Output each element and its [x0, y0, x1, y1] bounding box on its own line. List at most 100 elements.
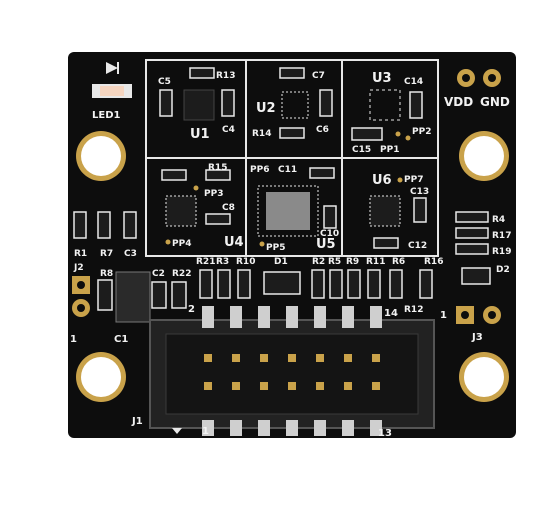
label-pin-2: 2	[188, 304, 195, 315]
silkscreen-outlines	[145, 59, 439, 257]
label-pp6: PP6	[250, 165, 269, 175]
label-j1: J1	[131, 416, 143, 427]
label-r21: R21	[196, 257, 215, 267]
pin-leg-top	[258, 306, 270, 328]
label-r10: R10	[236, 257, 255, 267]
label-r11: R11	[366, 257, 385, 267]
label-r4: R4	[492, 215, 505, 225]
header-pin	[288, 354, 296, 362]
label-r17: R17	[492, 231, 511, 241]
header-pin	[204, 382, 212, 390]
label-pin-13: 13	[378, 428, 392, 439]
label-r15: R15	[208, 163, 227, 173]
pin-leg-bottom	[286, 420, 298, 436]
label-j3-pin-1: 1	[440, 310, 447, 321]
header-pin	[288, 382, 296, 390]
pin-leg-top	[370, 306, 382, 328]
label-pp5: PP5	[266, 243, 285, 253]
label-r8: R8	[100, 269, 113, 279]
label-r19: R19	[492, 247, 511, 257]
label-r5: R5	[328, 257, 341, 267]
label-r13: R13	[216, 71, 235, 81]
pin-leg-top	[202, 306, 214, 328]
label-u4: U4	[224, 235, 244, 250]
power-header-pads	[457, 69, 501, 87]
j3-pads	[456, 306, 501, 324]
vdd-label: VDD	[444, 95, 473, 109]
label-c14: C14	[404, 77, 423, 87]
label-pin-14: 14	[384, 308, 398, 319]
header-pin	[232, 354, 240, 362]
label-u5: U5	[316, 237, 336, 252]
label-r14: R14	[252, 129, 271, 139]
label-pp3: PP3	[204, 189, 223, 199]
header-pin	[316, 354, 324, 362]
j1-pins	[202, 306, 382, 436]
label-c8: C8	[222, 203, 235, 213]
chip-u2	[281, 91, 309, 119]
label-r1: R1	[74, 249, 87, 259]
mounting-holes	[76, 131, 509, 402]
label-c7: C7	[312, 71, 325, 81]
label-j2-pin-1: 1	[70, 334, 77, 345]
j1-box-header	[149, 319, 435, 429]
silkscreen-labels: U1 U2 U3 U4 U5 U6 C5 R13 C4 C7 R14 C6 C1…	[70, 71, 511, 439]
pin-leg-bottom	[258, 420, 270, 436]
header-pin	[344, 382, 352, 390]
led1-label: LED1	[92, 110, 121, 121]
label-c11: C11	[278, 165, 297, 175]
header-pin	[204, 354, 212, 362]
passive-components	[73, 67, 491, 311]
header-pin	[372, 382, 380, 390]
header-pin	[372, 354, 380, 362]
pin-leg-bottom	[202, 420, 214, 436]
label-r3: R3	[216, 257, 229, 267]
label-d2: D2	[496, 265, 510, 275]
label-d1: D1	[274, 257, 288, 267]
label-pp7: PP7	[404, 175, 423, 185]
header-pin	[260, 354, 268, 362]
chip-u5	[257, 185, 319, 237]
label-c5: C5	[158, 77, 171, 87]
label-c13: C13	[410, 187, 429, 197]
pin-leg-bottom	[370, 420, 382, 436]
label-r12: R12	[404, 305, 423, 315]
chip-u6	[369, 195, 401, 227]
label-r22: R22	[172, 269, 191, 279]
label-c6: C6	[316, 125, 329, 135]
header-pin	[260, 382, 268, 390]
pin-leg-top	[342, 306, 354, 328]
pin-leg-bottom	[314, 420, 326, 436]
label-u6: U6	[372, 173, 392, 188]
gnd-label: GND	[480, 95, 510, 109]
label-r7: R7	[100, 249, 113, 259]
label-c3: C3	[124, 249, 137, 259]
pin-leg-bottom	[342, 420, 354, 436]
label-pp2: PP2	[412, 127, 431, 137]
pin-leg-top	[314, 306, 326, 328]
label-c2: C2	[152, 269, 165, 279]
capacitor-c1	[115, 271, 151, 323]
label-r16: R16	[424, 257, 443, 267]
header-pin	[316, 382, 324, 390]
label-c4: C4	[222, 125, 235, 135]
label-r6: R6	[392, 257, 405, 267]
chip-u4	[165, 195, 197, 227]
label-u3: U3	[372, 71, 392, 86]
label-pp4: PP4	[172, 239, 191, 249]
label-pp1: PP1	[380, 145, 399, 155]
label-u1: U1	[190, 127, 210, 142]
header-pin	[232, 382, 240, 390]
label-u2: U2	[256, 101, 276, 116]
chip-u3	[369, 89, 401, 121]
pin1-triangle	[172, 428, 182, 434]
led1	[92, 62, 132, 98]
j2-pads	[72, 276, 90, 317]
test-points	[165, 131, 411, 247]
pin-leg-top	[230, 306, 242, 328]
label-c15: C15	[352, 145, 371, 155]
label-c1: C1	[114, 334, 128, 345]
label-r9: R9	[346, 257, 359, 267]
label-c10: C10	[320, 229, 339, 239]
